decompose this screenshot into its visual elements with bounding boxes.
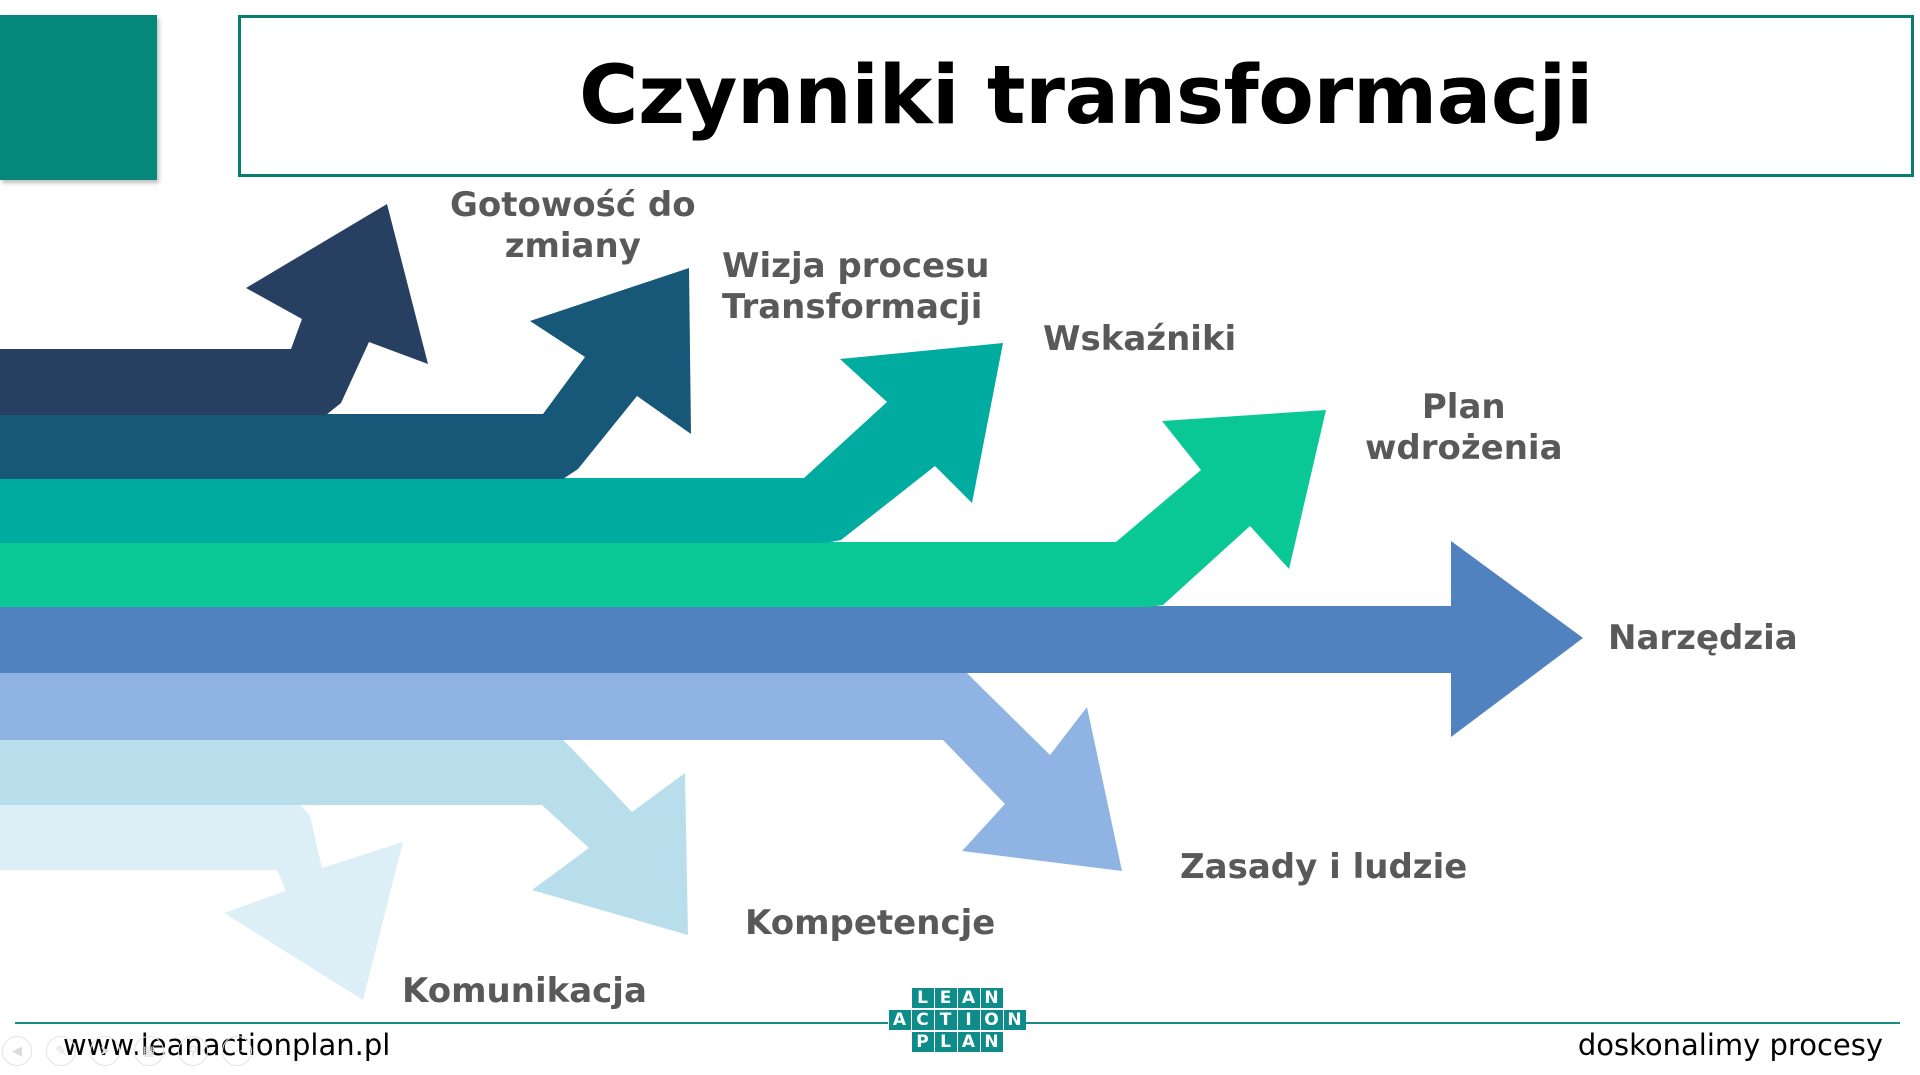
previous-slide-icon[interactable]: ◀ (2, 1036, 32, 1066)
zoom-icon[interactable]: ⚲ (178, 1036, 208, 1066)
logo-letter: I (957, 1010, 980, 1030)
label-line: Gotowość do (450, 185, 696, 225)
label-line: Kompetencje (745, 903, 996, 943)
arrow-kompetencje (0, 739, 688, 935)
logo-letter: N (980, 988, 1003, 1008)
arrow-plan-wdrozenia (0, 410, 1326, 607)
label-wskazniki: Wskaźniki (1043, 319, 1236, 360)
label-line: Wskaźniki (1043, 319, 1237, 359)
slide-nav-controls: ◀ ✎ ➤ ▦ ⚲ ⋯ (2, 1036, 252, 1066)
arrow-komunikacja (0, 804, 403, 1000)
arrow-gotowosc-do-zmiany (0, 204, 428, 415)
logo-letter: L (934, 1032, 957, 1052)
footer-slogan: doskonalimy procesy (1577, 1028, 1883, 1062)
lean-action-plan-logo: L E A N A C T I O N P L A N (888, 987, 1026, 1055)
logo-row-plan: P L A N (911, 1031, 1003, 1053)
label-narzedzia: Narzędzia (1608, 618, 1798, 659)
logo-letter: L (911, 988, 934, 1008)
logo-letter: C (911, 1010, 934, 1030)
label-line: wdrożenia (1365, 428, 1563, 468)
page-title: Czynniki transformacji (579, 49, 1593, 143)
label-line: Plan (1421, 387, 1506, 427)
logo-letter: E (934, 988, 957, 1008)
arrow-zasady-i-ludzie (0, 673, 1122, 871)
slides-grid-icon[interactable]: ▦ (134, 1036, 164, 1066)
pen-icon[interactable]: ✎ (46, 1036, 76, 1066)
label-zasady-i-ludzie: Zasady i ludzie (1180, 847, 1467, 888)
label-gotowosc-do-zmiany: Gotowość do zmiany (450, 185, 696, 267)
label-line: Zasady i ludzie (1180, 847, 1468, 887)
more-options-icon[interactable]: ⋯ (222, 1036, 252, 1066)
accent-square (0, 15, 157, 180)
logo-letter: N (980, 1032, 1003, 1052)
label-line: Komunikacja (402, 971, 647, 1011)
arrow-wskazniki (0, 343, 1003, 543)
arrow-wizja-procesu (0, 268, 691, 479)
logo-letter: T (934, 1010, 957, 1030)
logo-letter: A (957, 988, 980, 1008)
label-line: zmiany (504, 226, 641, 266)
logo-letter: O (980, 1010, 1003, 1030)
label-komunikacja: Komunikacja (402, 971, 647, 1012)
logo-letter: N (1003, 1010, 1026, 1030)
label-line: Wizja procesu (722, 246, 990, 286)
label-kompetencje: Kompetencje (745, 903, 995, 944)
label-wizja-procesu: Wizja procesu Transformacji (722, 246, 990, 328)
label-line: Narzędzia (1608, 618, 1798, 658)
logo-row-lean: L E A N (911, 987, 1003, 1009)
logo-letter: A (957, 1032, 980, 1052)
title-box: Czynniki transformacji (238, 15, 1914, 177)
arrow-narzedzia (0, 541, 1583, 737)
label-line: Transformacji (722, 287, 983, 327)
logo-letter: P (911, 1032, 934, 1052)
logo-letter: A (888, 1010, 911, 1030)
logo-row-action: A C T I O N (888, 1009, 1026, 1031)
label-plan-wdrozenia: Plan wdrożenia (1365, 387, 1563, 469)
pointer-icon[interactable]: ➤ (90, 1036, 120, 1066)
